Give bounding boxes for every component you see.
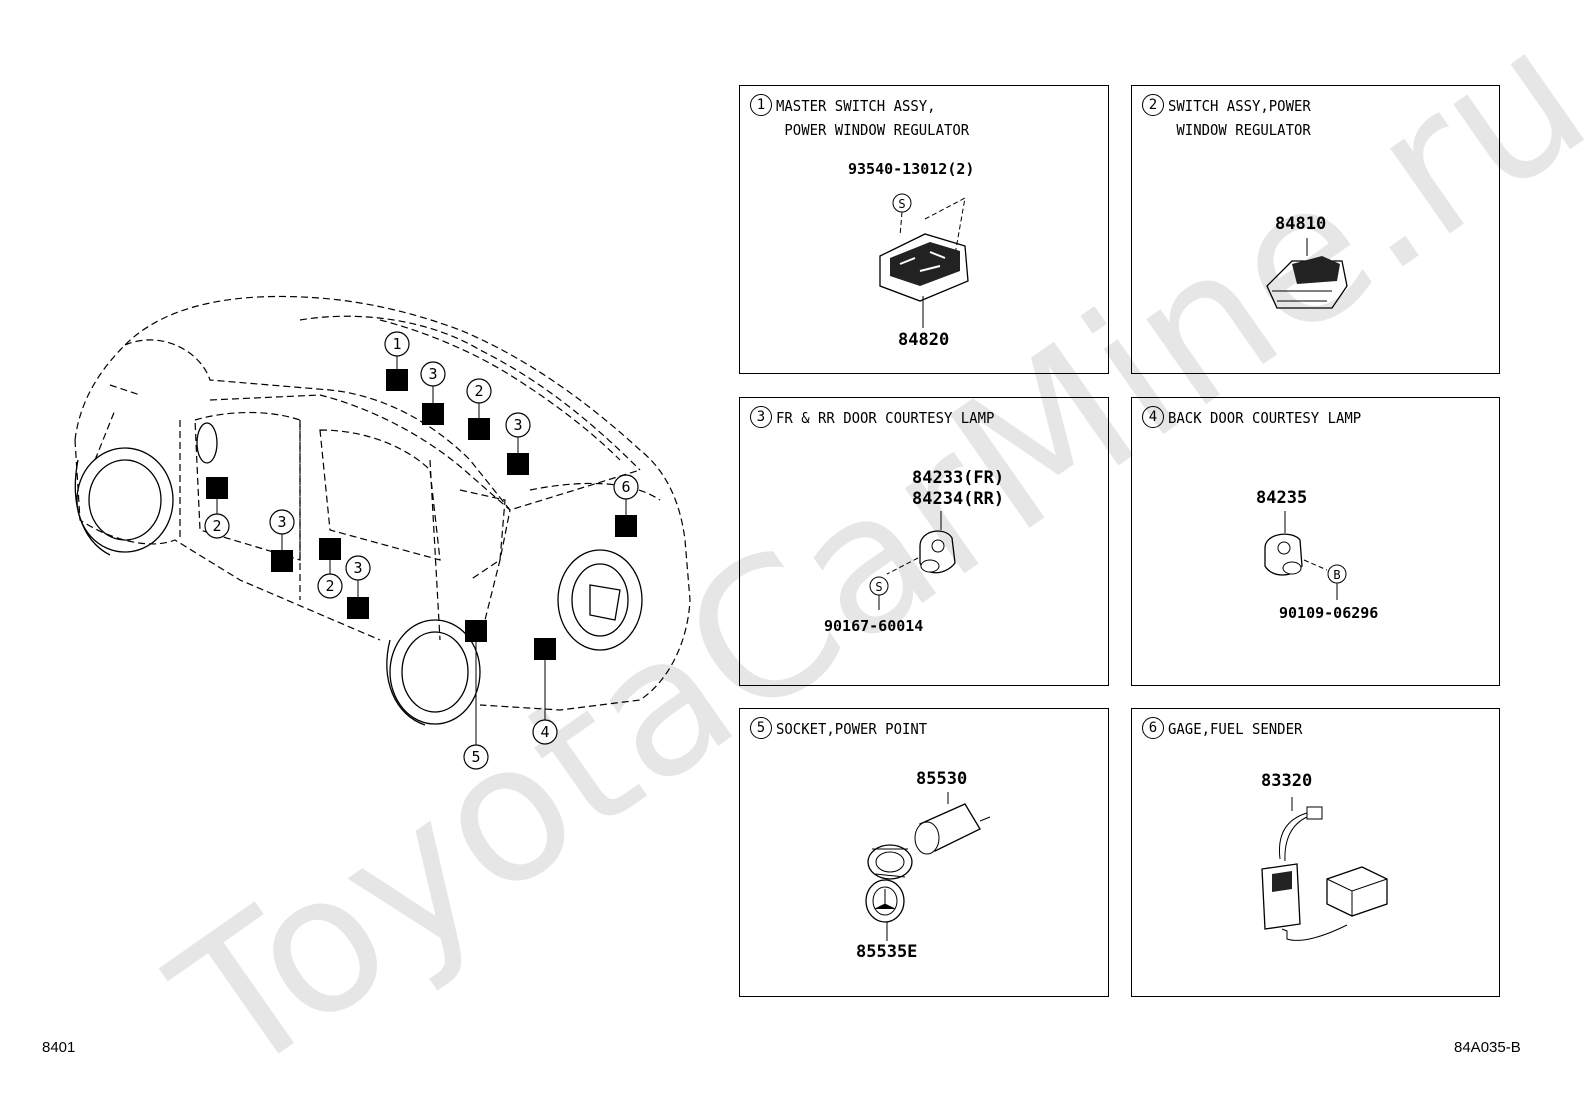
back-door-lamp-icon: B: [1264, 511, 1347, 600]
part-number: 90109-06296: [1279, 604, 1379, 622]
svg-text:S: S: [898, 197, 905, 211]
callout: 3: [277, 513, 286, 531]
location-markers: [206, 369, 637, 660]
panel-door-courtesy-lamp: 3 FR & RR DOOR COURTESY LAMP 84233(FR) 8…: [739, 397, 1109, 686]
part-number: 84810: [1275, 214, 1327, 234]
svg-text:S: S: [875, 580, 882, 594]
part-number: 85535E: [856, 942, 918, 962]
master-switch-icon: S: [879, 193, 969, 328]
panel-number: 2: [1142, 94, 1164, 116]
footer-diagram-code: 84A035-B: [1454, 1039, 1521, 1056]
part-number: 84820: [898, 330, 950, 350]
panel-power-point: 5 SOCKET,POWER POINT 85530 85535E: [739, 708, 1109, 997]
panel-number: 6: [1142, 717, 1164, 739]
panel-title: FR & RR DOOR COURTESY LAMP: [776, 409, 995, 427]
panel-title: BACK DOOR COURTESY LAMP: [1168, 409, 1362, 427]
panel-fuel-sender: 6 GAGE,FUEL SENDER 83320: [1131, 708, 1500, 997]
panel-master-switch: 1 MASTER SWITCH ASSY, POWER WINDOW REGUL…: [739, 85, 1109, 374]
part-number: 85530: [916, 769, 968, 789]
callout: 3: [428, 365, 437, 383]
panel-title: MASTER SWITCH ASSY, POWER WINDOW REGULAT…: [776, 97, 970, 139]
callout: 2: [325, 577, 334, 595]
callout: 5: [471, 748, 480, 766]
panel-switch-assy: 2 SWITCH ASSY,POWER WINDOW REGULATOR 848…: [1131, 85, 1500, 374]
panel-number: 4: [1142, 406, 1164, 428]
callout: 2: [474, 382, 483, 400]
panel-number: 5: [750, 717, 772, 739]
fuel-sender-icon: [1261, 797, 1388, 941]
power-socket-icon: [865, 792, 991, 941]
part-number: 84234(RR): [912, 489, 1005, 509]
callout: 4: [540, 723, 549, 741]
panel-number: 1: [750, 94, 772, 116]
callout: 3: [353, 559, 362, 577]
vehicle-illustration: 1 3 2 3 6 2 3 2 3 5 4: [74, 295, 691, 770]
callout: 6: [621, 478, 630, 496]
window-switch-icon: [1266, 238, 1348, 309]
part-number: 84235: [1256, 488, 1308, 508]
part-number: 83320: [1261, 771, 1313, 791]
part-number: 93540-13012(2): [848, 160, 975, 178]
panel-back-door-lamp: 4 BACK DOOR COURTESY LAMP 84235 B 90109-…: [1131, 397, 1500, 686]
footer-page-code: 8401: [42, 1039, 76, 1056]
panel-title: SWITCH ASSY,POWER WINDOW REGULATOR: [1168, 97, 1311, 139]
svg-text:B: B: [1333, 568, 1340, 582]
panel-title: GAGE,FUEL SENDER: [1168, 720, 1303, 738]
part-number: 90167-60014: [824, 617, 924, 635]
courtesy-lamp-icon: S: [869, 511, 956, 610]
part-number: 84233(FR): [912, 468, 1005, 488]
callout: 2: [212, 517, 221, 535]
callout: 1: [392, 335, 401, 353]
callout: 3: [513, 416, 522, 434]
panel-title: SOCKET,POWER POINT: [776, 720, 928, 738]
panel-number: 3: [750, 406, 772, 428]
